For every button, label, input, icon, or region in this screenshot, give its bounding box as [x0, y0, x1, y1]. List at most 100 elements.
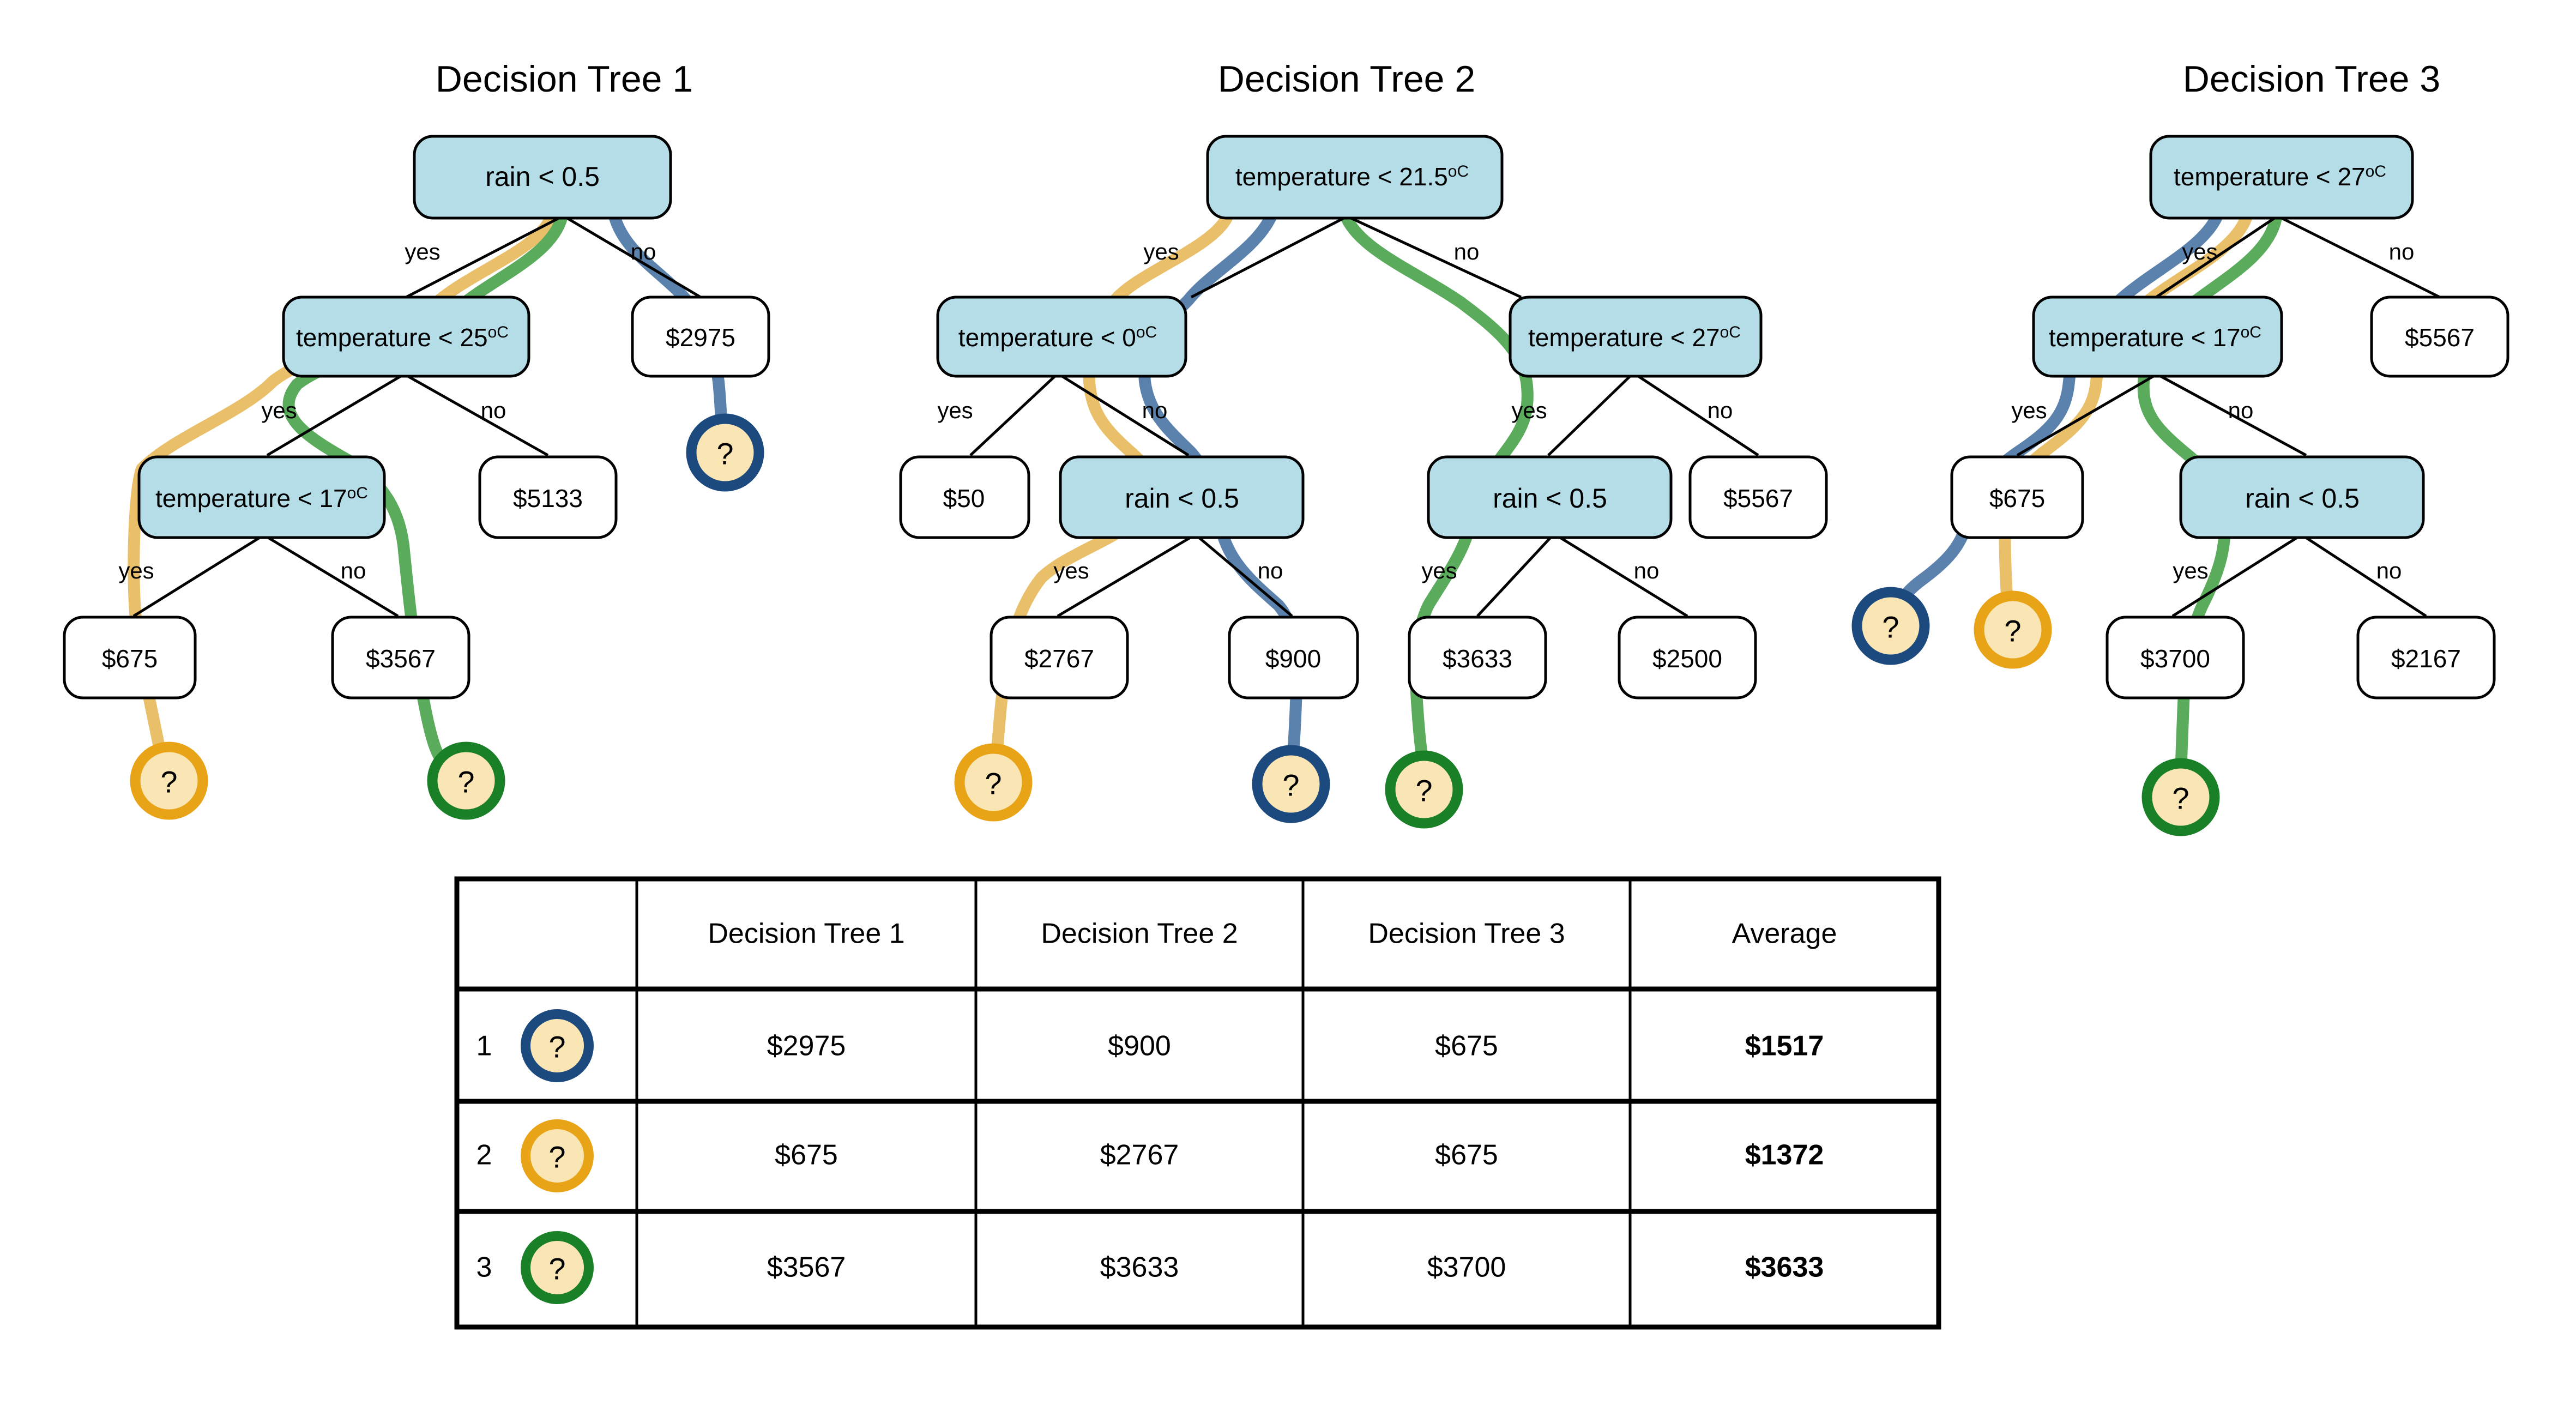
tree1-node-3567[interactable]: $3567 — [331, 616, 470, 700]
tree2-e-yes-label: yes — [1421, 558, 1457, 583]
tree1-leaf-2975: $2975 — [666, 323, 735, 352]
tree1-node-root[interactable]: rain < 0.5 — [413, 135, 672, 220]
tree1-marker-blue[interactable]: ? — [686, 413, 764, 492]
tree3-node-temp17[interactable]: temperature < 17oC — [2032, 296, 2283, 378]
table-row-1-average: $1372 — [1745, 1139, 1824, 1171]
tree3-node-3700[interactable]: $3700 — [2106, 616, 2245, 700]
table-row-1-marker[interactable]: ? — [521, 1119, 594, 1192]
edge-t3-root-yes — [2155, 216, 2276, 299]
edge-t2-d-yes — [1057, 535, 1192, 618]
tree1-root-yes-label: yes — [405, 239, 440, 264]
tree3-title: Decision Tree 3 — [2183, 58, 2440, 100]
edge-t1-c-yes — [132, 535, 262, 618]
tree2-root-label: temperature < 21.5 — [1235, 162, 1448, 191]
tree2-marker-orange[interactable]: ? — [954, 743, 1033, 822]
edge-t2-b-yes — [1547, 375, 1631, 456]
table-header-col-3: Average — [1732, 918, 1837, 950]
tree1-temp25-label: temperature < 25 — [296, 323, 488, 352]
svg-text:temperature < 17oC: temperature < 17oC — [155, 484, 368, 512]
tree1-marker-orange[interactable]: ? — [130, 741, 208, 820]
tree2-node-temp0[interactable]: temperature < 0oC — [936, 296, 1187, 378]
tree3-node-2167[interactable]: $2167 — [2356, 616, 2496, 700]
tree2-leaf-5567: $5567 — [1723, 484, 1793, 512]
tree3-orange-path — [1999, 212, 2252, 658]
tree1-node-2975[interactable]: $2975 — [631, 296, 770, 378]
edge-t1-c-no — [266, 535, 399, 618]
tree2-node-temp27[interactable]: temperature < 27oC — [1509, 296, 1763, 378]
tree3-leaf-3700: $3700 — [2140, 644, 2210, 673]
tree2-root-yes-label: yes — [1143, 239, 1179, 264]
tree1-node-5133[interactable]: $5133 — [478, 455, 618, 539]
table-row-1-cell-1: $2767 — [1100, 1139, 1179, 1171]
tree2-temp0-unit: oC — [1136, 323, 1157, 341]
edge-t1-root-yes — [405, 216, 560, 299]
tree2-node-900[interactable]: $900 — [1228, 616, 1359, 700]
tree2-node-5567[interactable]: $5567 — [1688, 455, 1828, 539]
tree1-marker-orange-label: ? — [160, 765, 177, 799]
tree1-node-675[interactable]: $675 — [63, 616, 197, 700]
tree3-marker-green[interactable]: ? — [2141, 758, 2220, 836]
table-header-col-2: Decision Tree 3 — [1368, 918, 1565, 950]
tree2-marker-orange-label: ? — [985, 767, 1002, 801]
tree2-temp27-unit: oC — [1720, 323, 1741, 341]
tree1-leaf-675: $675 — [102, 644, 158, 673]
tree2-node-rain-right[interactable]: rain < 0.5 — [1427, 455, 1673, 539]
tree2-node-2500[interactable]: $2500 — [1618, 616, 1757, 700]
tree3-marker-orange[interactable]: ? — [1974, 590, 2052, 669]
table-row: 3 ? $3567 $3633 $3700 $3633 — [476, 1231, 1824, 1304]
tree1-node-temp25[interactable]: temperature < 25oC — [282, 296, 530, 378]
tree3-a-yes-label: yes — [2011, 397, 2047, 423]
table-row-1-index: 2 — [476, 1139, 492, 1171]
tree3-blue-path — [1886, 212, 2222, 633]
tree2-node-3633[interactable]: $3633 — [1408, 616, 1547, 700]
table-row: 2 ? $675 $2767 $675 $1372 — [476, 1119, 1824, 1192]
tree3-node-rain[interactable]: rain < 0.5 — [2179, 455, 2425, 539]
tree1-marker-green-label: ? — [457, 765, 474, 799]
tree3-marker-blue[interactable]: ? — [1851, 587, 1930, 665]
tree1-temp25-unit: oC — [488, 323, 509, 341]
tree2-node-root[interactable]: temperature < 21.5oC — [1206, 135, 1504, 220]
edge-t3-d-no — [2304, 535, 2427, 618]
tree1-marker-green[interactable]: ? — [427, 741, 505, 820]
table-row-0-marker[interactable]: ? — [521, 1009, 594, 1082]
tree3-node-5567[interactable]: $5567 — [2370, 296, 2509, 378]
svg-text:temperature < 17oC: temperature < 17oC — [2049, 323, 2261, 352]
tree3-node-675[interactable]: $675 — [1950, 455, 2084, 539]
tree1-a-yes-label: yes — [261, 397, 297, 423]
tree2-marker-green-label: ? — [1415, 774, 1432, 808]
tree1-node-temp17[interactable]: temperature < 17oC — [137, 455, 386, 539]
tree2-marker-blue-label: ? — [1282, 768, 1299, 803]
table-row-0-index: 1 — [476, 1030, 492, 1062]
edge-t3-root-no — [2281, 216, 2441, 299]
tree2-node-2767[interactable]: $2767 — [990, 616, 1129, 700]
tree2-marker-green[interactable]: ? — [1385, 750, 1463, 829]
table-row-2-index: 3 — [476, 1252, 492, 1283]
table-row-2-cell-2: $3700 — [1427, 1252, 1506, 1283]
tree3-d-yes-label: yes — [2173, 558, 2208, 583]
tree1-temp17-label: temperature < 17 — [155, 484, 347, 512]
tree3-leaf-2167: $2167 — [2391, 644, 2461, 673]
tree1-marker-blue-label: ? — [716, 437, 733, 471]
tree2-d-no-label: no — [1258, 558, 1283, 583]
tree2-marker-blue[interactable]: ? — [1252, 745, 1330, 823]
tree2-leaf-2767: $2767 — [1024, 644, 1094, 673]
tree2-leaf-900: $900 — [1265, 644, 1321, 673]
svg-text:temperature < 21.5oC: temperature < 21.5oC — [1235, 162, 1469, 191]
table-row: 1 ? $2975 $900 $675 $1517 — [476, 1009, 1824, 1082]
table-row-2-marker[interactable]: ? — [521, 1231, 594, 1304]
tree2-node-50[interactable]: $50 — [899, 455, 1030, 539]
svg-text:temperature < 0oC: temperature < 0oC — [958, 323, 1157, 352]
table-row-0-cell-0: $2975 — [767, 1030, 846, 1062]
tree2-node-rain-left[interactable]: rain < 0.5 — [1059, 455, 1305, 539]
table-header-col-0: Decision Tree 1 — [708, 918, 904, 950]
tree3-node-root[interactable]: temperature < 27oC — [2149, 135, 2414, 220]
tree2-d-yes-label: yes — [1053, 558, 1089, 583]
tree2-root-unit: oC — [1448, 162, 1469, 180]
table-row-0-cell-2: $675 — [1435, 1030, 1498, 1062]
tree3-marker-orange-label: ? — [2004, 614, 2021, 648]
table-row-1-cell-0: $675 — [775, 1139, 838, 1171]
edge-t3-a-no — [2159, 375, 2307, 457]
